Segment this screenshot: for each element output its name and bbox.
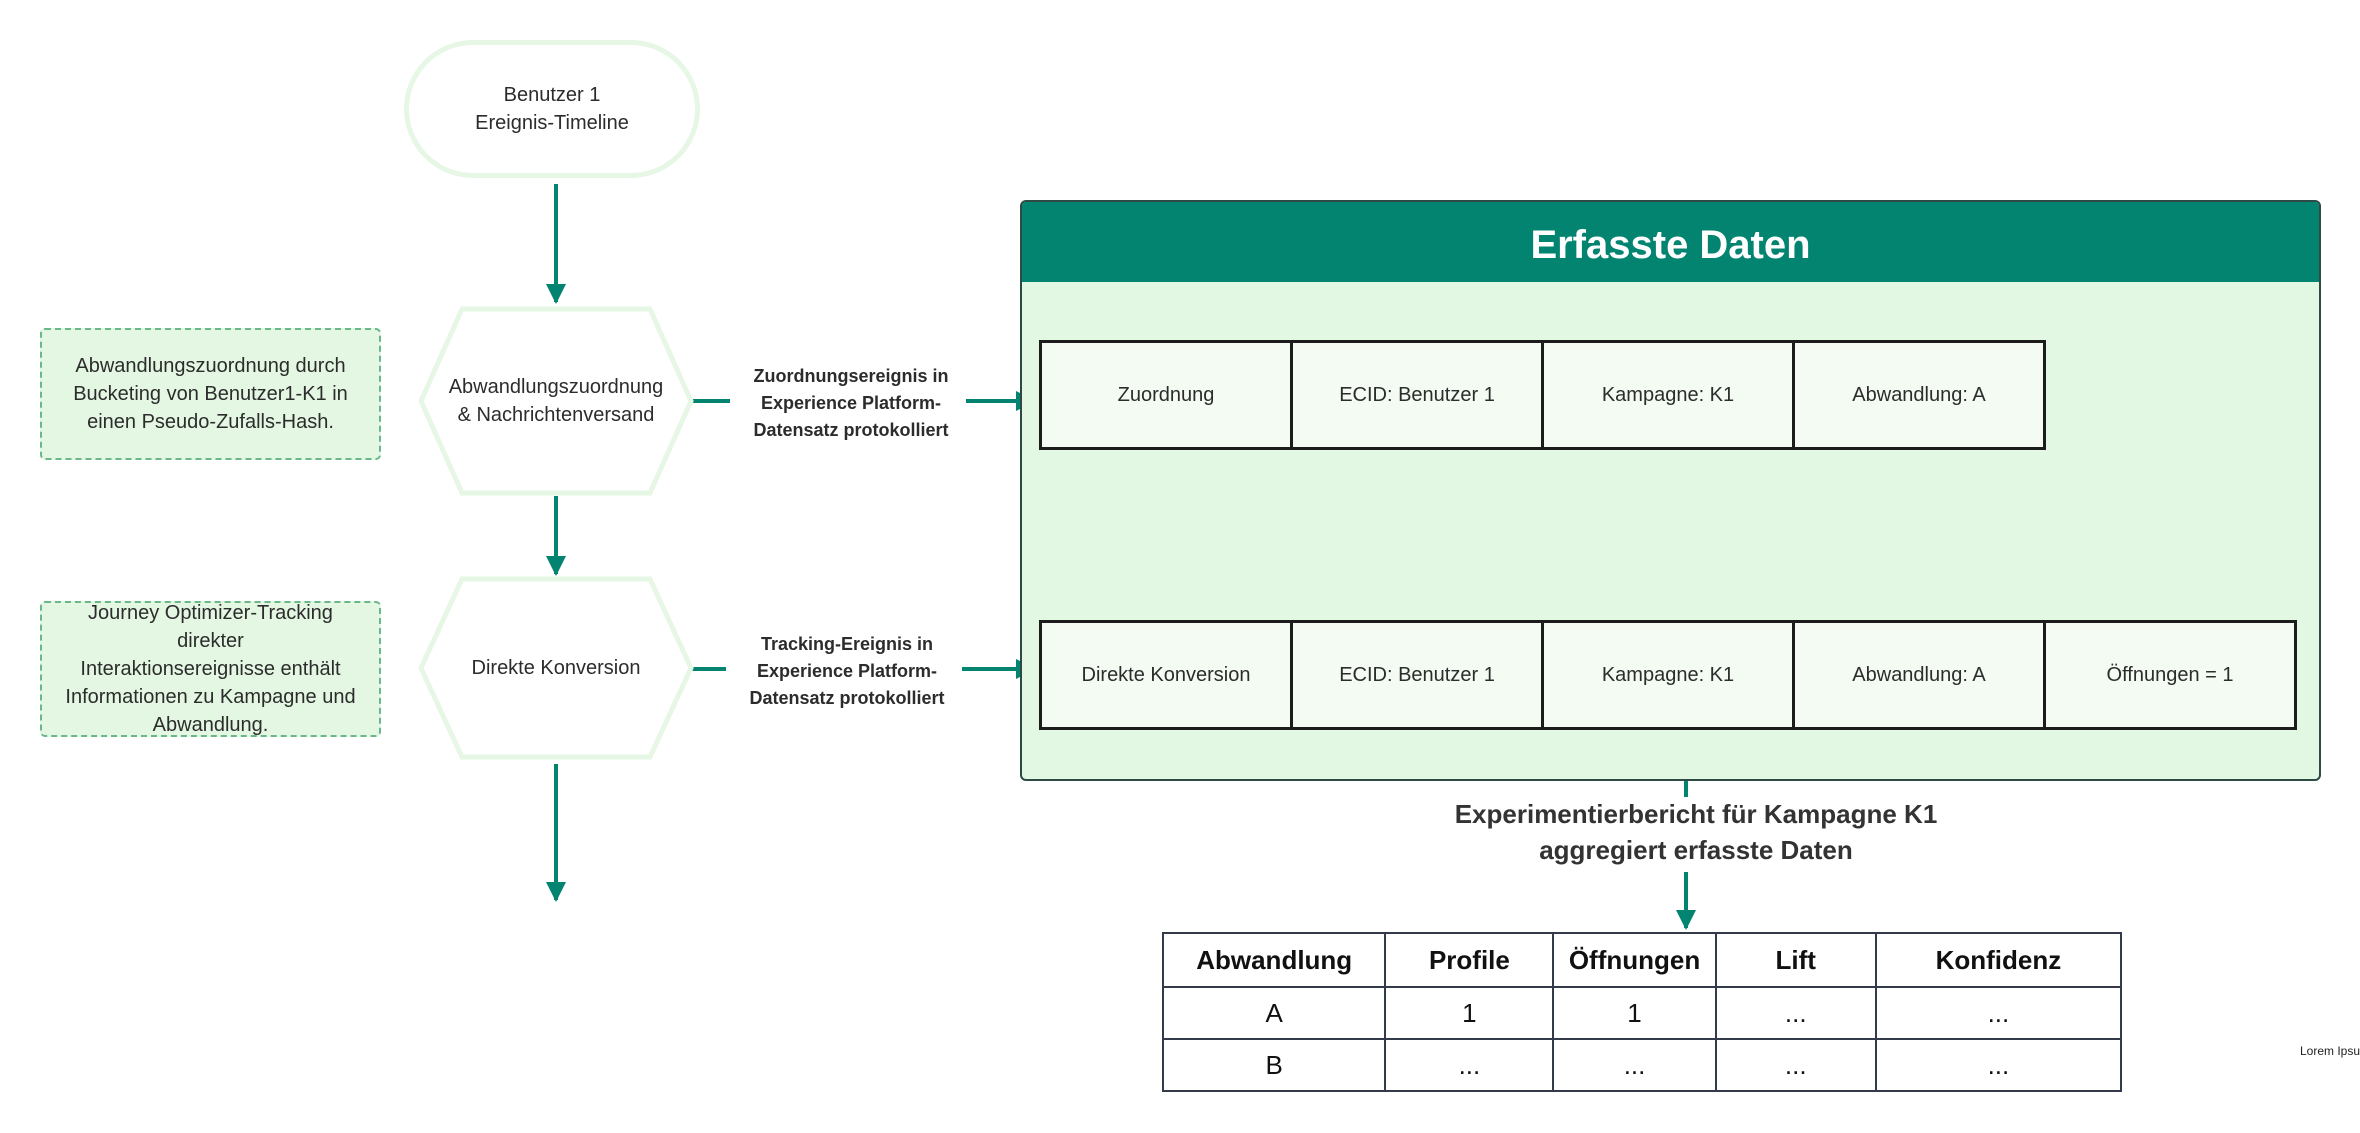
record-cell: Kampagne: K1 (1541, 620, 1795, 730)
collected-data-title: Erfasste Daten (1022, 202, 2319, 282)
note-tracking-line3: Informationen zu Kampagne und (65, 686, 356, 708)
step-assignment-line1: Abwandlungszuordnung (448, 376, 664, 398)
record-cell: Abwandlung: A (1792, 340, 2046, 450)
edge-tracking-line3: Datensatz protokolliert (749, 687, 945, 708)
record-cell: ECID: Benutzer 1 (1290, 620, 1544, 730)
edge-assignment-line3: Datensatz protokolliert (753, 419, 949, 440)
table-cell: ... (1874, 1038, 2123, 1092)
table-cell: 1 (1552, 986, 1717, 1040)
report-caption-line1: Experimentierbericht für Kampagne K1 (1454, 799, 1938, 829)
table-header-row: Abwandlung Profile Öffnungen Lift Konfid… (1161, 932, 2123, 988)
record-cell: Direkte Konversion (1039, 620, 1293, 730)
conversion-record: Direkte Konversion ECID: Benutzer 1 Kamp… (1039, 620, 2297, 730)
edge-assignment-line1: Zuordnungsereignis in (753, 365, 949, 386)
table-cell: 1 (1384, 986, 1555, 1040)
table-row: A 1 1 ... ... (1161, 986, 2123, 1040)
edge-tracking-line1: Tracking-Ereignis in (760, 633, 934, 654)
hexagon-shape (418, 306, 694, 496)
edge-tracking-line2: Experience Platform- (756, 660, 938, 681)
table-cell: ... (1874, 986, 2123, 1040)
edge-assignment-line2: Experience Platform- (760, 392, 942, 413)
column-header: Konfidenz (1874, 932, 2123, 988)
start-node-line1: Benutzer 1 (503, 84, 601, 106)
hexagon-shape (418, 576, 694, 760)
edge-label-assignment: Zuordnungsereignis in Experience Platfor… (736, 362, 966, 444)
note-tracking-line4: Abwandlung. (152, 714, 269, 736)
table-cell: A (1161, 986, 1387, 1040)
record-cell: ECID: Benutzer 1 (1290, 340, 1544, 450)
record-cell: Zuordnung (1039, 340, 1293, 450)
record-cell: Öffnungen = 1 (2043, 620, 2297, 730)
column-header: Profile (1384, 932, 1555, 988)
table-row: B ... ... ... ... (1161, 1038, 2123, 1092)
record-cell: Abwandlung: A (1792, 620, 2046, 730)
step-assignment-line2: & Nachrichtenversand (457, 404, 655, 426)
step-conversion-label: Direkte Konversion (471, 657, 641, 679)
note-assignment-line1: Abwandlungszuordnung durch (75, 355, 346, 377)
note-assignment-line3: einen Pseudo-Zufalls-Hash. (87, 411, 334, 433)
report-caption-line2: aggregiert erfasste Daten (1539, 835, 1853, 865)
step-assignment-hexagon: Abwandlungszuordnung & Nachrichtenversan… (417, 306, 695, 496)
note-assignment-line2: Bucketing von Benutzer1-K1 in (73, 383, 348, 405)
note-assignment: Abwandlungszuordnung durch Bucketing von… (40, 328, 381, 460)
table-cell: B (1161, 1038, 1387, 1092)
experiment-report-table: Abwandlung Profile Öffnungen Lift Konfid… (1161, 932, 2123, 1092)
note-tracking-line1: Journey Optimizer-Tracking direkter (88, 602, 333, 652)
step-conversion-hexagon: Direkte Konversion (417, 576, 695, 760)
report-caption: Experimentierbericht für Kampagne K1 agg… (1380, 796, 2012, 868)
column-header: Lift (1714, 932, 1877, 988)
edge-label-tracking: Tracking-Ereignis in Experience Platform… (732, 630, 962, 712)
record-cell: Kampagne: K1 (1541, 340, 1795, 450)
table-cell: ... (1714, 986, 1877, 1040)
collected-data-panel: Erfasste Daten Zuordnung ECID: Benutzer … (1020, 200, 2321, 781)
assignment-record: Zuordnung ECID: Benutzer 1 Kampagne: K1 … (1039, 340, 2046, 450)
footer-text: Lorem Ipsum (2300, 1044, 2360, 1058)
start-node-user-timeline: Benutzer 1 Ereignis-Timeline (404, 40, 700, 178)
column-header: Abwandlung (1161, 932, 1387, 988)
start-node-line2: Ereignis-Timeline (475, 112, 629, 134)
note-tracking: Journey Optimizer-Tracking direkter Inte… (40, 601, 381, 737)
note-tracking-line2: Interaktionsereignisse enthält (80, 658, 341, 680)
column-header: Öffnungen (1552, 932, 1717, 988)
table-cell: ... (1714, 1038, 1877, 1092)
table-cell: ... (1384, 1038, 1555, 1092)
table-cell: ... (1552, 1038, 1717, 1092)
